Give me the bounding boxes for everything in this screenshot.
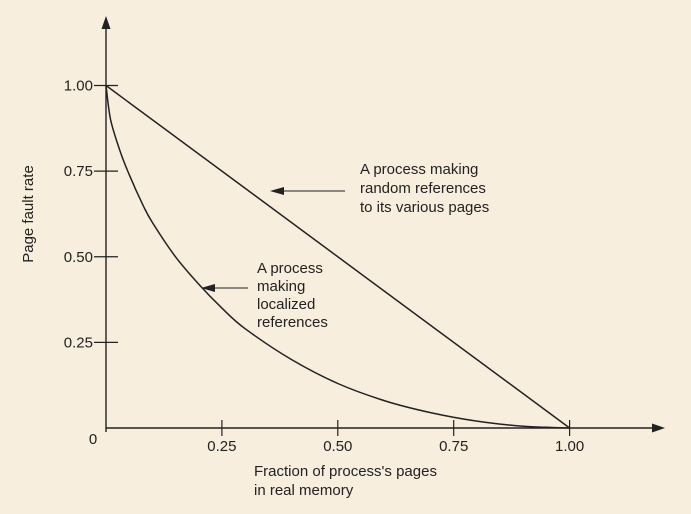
annotation-localized-line-4: references	[257, 314, 328, 331]
y-axis-title: Page fault rate	[20, 165, 37, 263]
x-tick-label-0: 0.25	[207, 438, 236, 455]
annotation-localized-line-3: localized	[257, 296, 315, 313]
annotation-localized-arrowhead	[201, 284, 215, 292]
annotation-random-line-2: random references	[360, 180, 486, 197]
annotation-localized-line-1: A process	[257, 260, 323, 277]
x-axis-title-line-2: in real memory	[254, 482, 354, 499]
x-tick-label-3: 1.00	[555, 438, 584, 455]
y-tick-label-0: 0.25	[64, 334, 93, 351]
y-tick-label-3: 1.00	[64, 78, 93, 95]
annotation-random-line-3: to its various pages	[360, 199, 489, 216]
x-axis-arrow	[652, 423, 665, 433]
y-axis-arrow	[101, 16, 111, 29]
x-tick-label-1: 0.50	[323, 438, 352, 455]
annotation-random-line-1: A process making	[360, 161, 478, 178]
series-localized-references-curve	[105, 85, 570, 429]
annotation-localized-line-2: making	[257, 278, 305, 295]
y-tick-label-1: 0.50	[64, 249, 93, 266]
series-random-references-line	[105, 84, 571, 429]
x-axis-title-line-1: Fraction of process's pages	[254, 463, 437, 480]
y-tick-label-2: 0.75	[64, 163, 93, 180]
annotation-random-arrowhead	[270, 187, 284, 195]
origin-label: 0	[89, 431, 97, 448]
x-tick-label-2: 0.75	[439, 438, 468, 455]
